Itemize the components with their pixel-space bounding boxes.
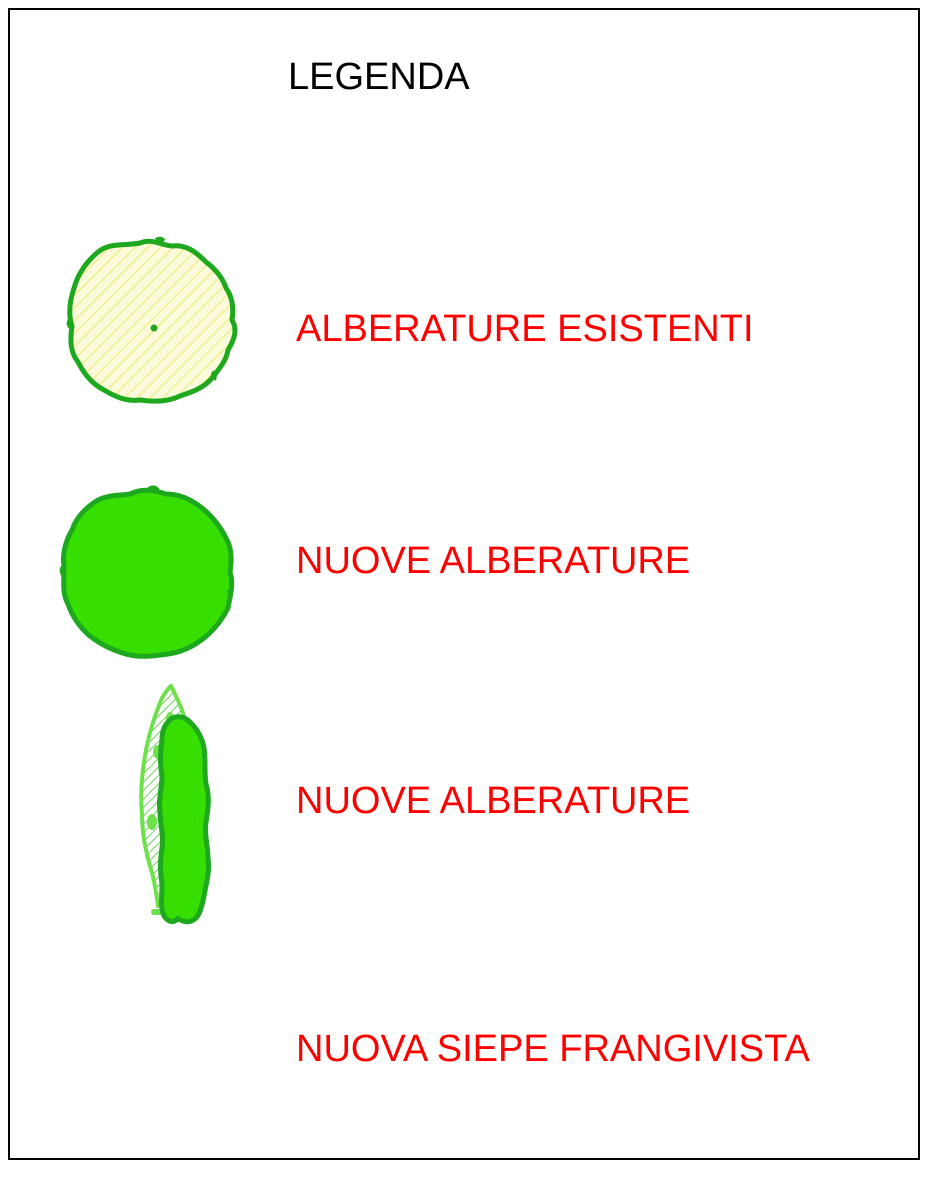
legend-label-hedge: NUOVA SIEPE FRANGIVISTA <box>296 1028 810 1070</box>
hedge-icon <box>156 714 211 925</box>
legend-frame <box>8 8 920 1160</box>
new-tree-icon <box>59 485 235 659</box>
legend-label-new-trees: NUOVE ALBERATURE <box>296 540 691 582</box>
legend-label-new-trees-cypress: NUOVE ALBERATURE <box>296 780 691 822</box>
legend-label-existing-trees: ALBERATURE ESISTENTI <box>296 308 754 350</box>
existing-tree-icon <box>66 236 238 404</box>
legend-title: LEGENDA <box>288 56 470 98</box>
